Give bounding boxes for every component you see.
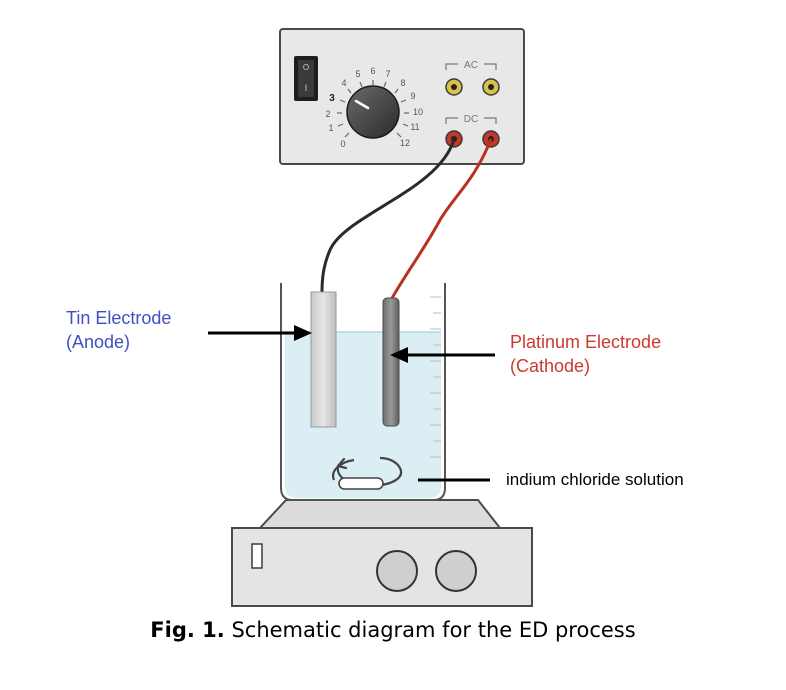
ac-label: AC bbox=[464, 60, 478, 71]
stirrer-knob-heat[interactable] bbox=[435, 550, 477, 592]
stirrer-body bbox=[231, 527, 533, 607]
platinum-electrode bbox=[382, 297, 400, 427]
dc-bracket bbox=[445, 117, 497, 124]
stirrer-top bbox=[257, 499, 503, 529]
dial-number-7: 7 bbox=[385, 69, 390, 79]
power-switch-off-mark: O bbox=[303, 63, 309, 72]
dial-number-8: 8 bbox=[400, 78, 405, 88]
stirrer-switch[interactable] bbox=[251, 543, 263, 569]
dial-number-11: 11 bbox=[410, 122, 419, 132]
solution-label: indium chloride solution bbox=[506, 470, 684, 489]
ac-terminal-left-hole bbox=[451, 84, 457, 90]
power-switch-rocker bbox=[298, 60, 314, 97]
ac-bracket bbox=[445, 63, 497, 70]
tin-electrode-label: Tin Electrode (Anode) bbox=[66, 306, 171, 354]
dial-number-10: 10 bbox=[413, 107, 423, 117]
dc-label: DC bbox=[464, 114, 478, 125]
stirrer-knob-speed[interactable] bbox=[376, 550, 418, 592]
platinum-electrode-label: Platinum Electrode (Cathode) bbox=[510, 330, 661, 378]
figure-caption-text: Schematic diagram for the ED process bbox=[231, 618, 636, 642]
platinum-electrode-role: (Cathode) bbox=[510, 356, 591, 376]
figure-caption: Fig. 1. Schematic diagram for the ED pro… bbox=[0, 618, 786, 642]
power-switch-on-mark: I bbox=[305, 83, 308, 93]
dial-number-0: 0 bbox=[340, 139, 345, 149]
platinum-electrode-name: Platinum Electrode bbox=[510, 332, 662, 352]
anode-pointer bbox=[208, 325, 312, 341]
magnetic-stirrer bbox=[231, 499, 533, 607]
dial-number-9: 9 bbox=[410, 91, 415, 101]
dial-number-3: 3 bbox=[329, 93, 335, 104]
beaker-wall bbox=[280, 283, 446, 501]
figure-number: Fig. 1. bbox=[150, 618, 225, 642]
dial-number-6: 6 bbox=[370, 66, 375, 76]
tin-electrode bbox=[310, 291, 337, 428]
solution-fill bbox=[285, 332, 441, 498]
stir-bar-assembly bbox=[332, 456, 403, 490]
beaker bbox=[280, 283, 446, 501]
ed-process-diagram: O I 0 1 2 3 4 5 6 7 8 9 10 11 12 bbox=[208, 28, 533, 607]
tin-electrode-name: Tin Electrode bbox=[66, 308, 172, 328]
beaker-graduations bbox=[430, 296, 441, 458]
stir-bar bbox=[338, 477, 384, 490]
voltage-knob[interactable] bbox=[346, 85, 400, 139]
dial-number-5: 5 bbox=[355, 69, 360, 79]
voltage-knob-pointer bbox=[354, 99, 370, 110]
dial-number-4: 4 bbox=[341, 78, 346, 88]
positive-wire bbox=[389, 138, 493, 301]
dial-number-12: 12 bbox=[400, 138, 410, 148]
cathode-pointer bbox=[390, 347, 495, 363]
rotation-arrow-tail-icon bbox=[332, 458, 355, 481]
ac-terminal-right-hole bbox=[488, 84, 494, 90]
tin-electrode-role: (Anode) bbox=[66, 332, 131, 352]
dial-ticks bbox=[337, 80, 409, 138]
dial-number-1: 1 bbox=[328, 123, 333, 133]
power-supply: O I 0 1 2 3 4 5 6 7 8 9 10 11 12 bbox=[279, 28, 525, 165]
power-supply-panel bbox=[279, 28, 525, 165]
dial-number-2: 2 bbox=[325, 109, 330, 119]
negative-wire bbox=[320, 138, 456, 293]
